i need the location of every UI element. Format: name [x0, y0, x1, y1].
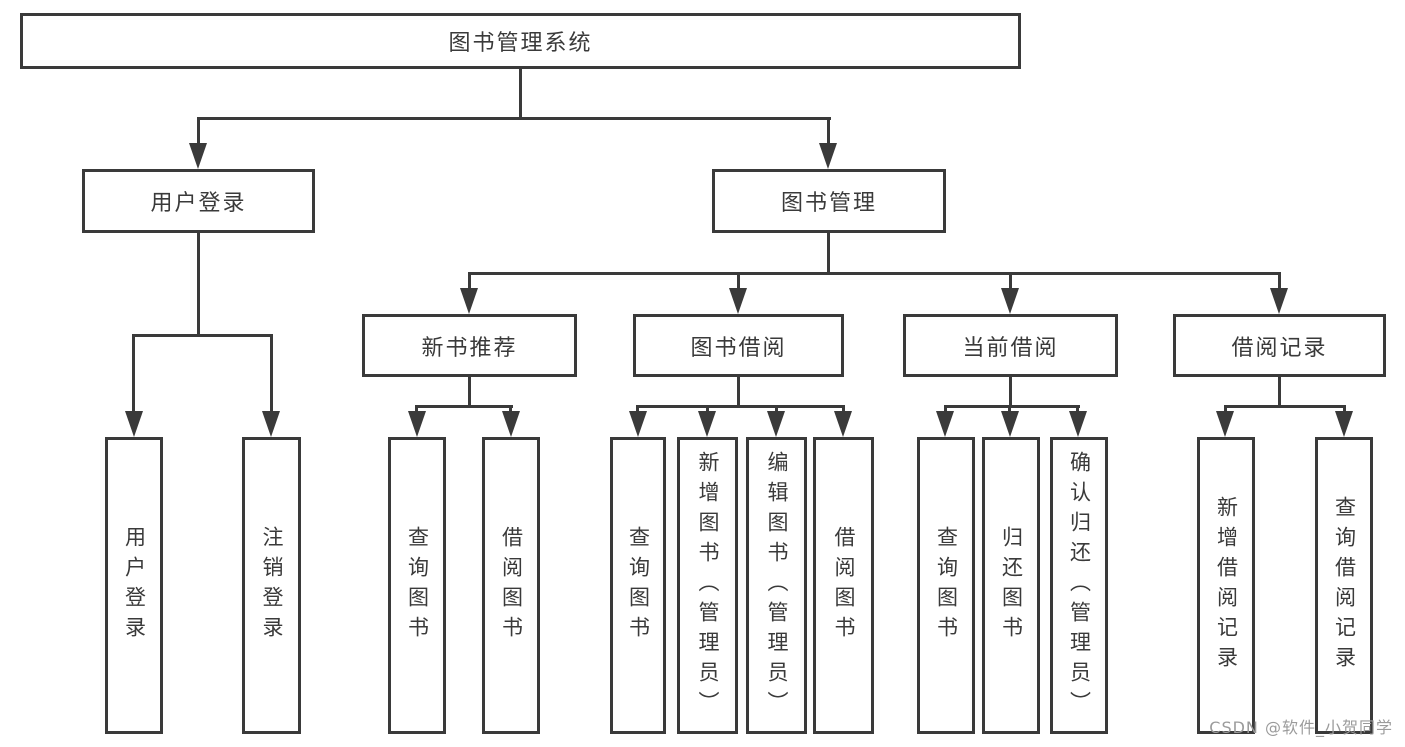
leaf-label: 查询图书	[626, 525, 651, 646]
connector-root-branch	[197, 117, 831, 120]
node-borrowing-records: 借阅记录	[1173, 314, 1386, 377]
connector-nbr-leaf2-drop	[509, 405, 512, 414]
arrowhead-current-borrow	[1001, 288, 1019, 314]
connector-bb-leaf3-drop	[775, 405, 778, 414]
node-label: 新书推荐	[421, 335, 518, 361]
connector-cb-branch	[944, 405, 1080, 408]
node-label: 图书管理	[780, 191, 877, 216]
connector-user-login-branch	[132, 334, 273, 337]
connector-book-mgmt-stem	[827, 233, 830, 272]
connector-br-leaf2-drop	[1343, 405, 1346, 414]
arrowhead-login-leaf	[125, 411, 143, 437]
leaf-label: 确认归还（管理员）	[1067, 450, 1092, 721]
leaf-logout: 注销登录	[242, 437, 301, 734]
connector-nbr-stem	[468, 377, 471, 408]
leaf-label: 新增借阅记录	[1214, 495, 1239, 676]
connector-borrow-records-drop	[1278, 272, 1281, 290]
arrowhead-nbr-leaf1	[408, 411, 426, 437]
leaf-nbr-borrow-books: 借阅图书	[482, 437, 540, 734]
arrowhead-cb-leaf3	[1069, 411, 1087, 437]
arrowhead-br-leaf1	[1216, 411, 1234, 437]
connector-book-mgmt-branch	[468, 272, 1280, 275]
connector-user-login-stem	[197, 233, 200, 334]
node-label: 图书管理系统	[448, 31, 593, 56]
leaf-cb-query-books: 查询图书	[917, 437, 975, 734]
node-label: 当前借阅	[962, 335, 1059, 361]
leaf-cb-confirm-return-admin: 确认归还（管理员）	[1050, 437, 1108, 734]
node-book-management: 图书管理	[712, 169, 946, 233]
leaf-nbr-query-books: 查询图书	[388, 437, 446, 734]
connector-cb-leaf2-drop	[1008, 405, 1011, 414]
connector-br-stem	[1278, 377, 1281, 408]
node-label: 图书借阅	[690, 335, 787, 361]
leaf-label: 用户登录	[122, 525, 147, 646]
connector-cb-leaf1-drop	[944, 405, 947, 414]
arrowhead-br-leaf2	[1335, 411, 1353, 437]
leaf-label: 新增图书（管理员）	[696, 450, 720, 721]
connector-bb-branch	[636, 405, 845, 408]
connector-nbr-leaf1-drop	[415, 405, 418, 414]
node-book-borrowing: 图书借阅	[633, 314, 844, 377]
connector-br-branch	[1224, 405, 1346, 408]
connector-book-borrow-drop	[737, 272, 740, 290]
arrowhead-cb-leaf1	[936, 411, 954, 437]
arrowhead-bb-leaf3	[767, 411, 785, 437]
connector-bb-stem	[737, 377, 740, 408]
connector-bb-leaf1-drop	[636, 405, 639, 414]
connector-nbr-branch	[415, 405, 513, 408]
arrowhead-new-book	[460, 288, 478, 314]
connector-logout-leaf-drop	[270, 334, 273, 414]
connector-current-borrow-drop	[1009, 272, 1012, 290]
leaf-label: 借阅图书	[832, 525, 856, 646]
leaf-br-query-borrow-record: 查询借阅记录	[1315, 437, 1373, 734]
leaf-label: 注销登录	[260, 525, 284, 646]
leaf-label: 查询借阅记录	[1332, 495, 1357, 676]
connector-br-leaf1-drop	[1224, 405, 1227, 414]
arrowhead-bb-leaf1	[629, 411, 647, 437]
node-label: 借阅记录	[1231, 335, 1328, 361]
arrowhead-bb-leaf2	[698, 411, 716, 437]
csdn-watermark: CSDN @软件_小贺同学	[1209, 718, 1393, 737]
connector-cb-stem	[1009, 377, 1012, 408]
leaf-br-add-borrow-record: 新增借阅记录	[1197, 437, 1255, 734]
leaf-bb-query-books: 查询图书	[610, 437, 666, 734]
node-new-book-recommend: 新书推荐	[362, 314, 577, 377]
leaf-bb-add-book-admin: 新增图书（管理员）	[677, 437, 738, 734]
arrowhead-logout-leaf	[262, 411, 280, 437]
connector-user-login-drop	[197, 117, 200, 147]
connector-cb-leaf3-drop	[1076, 405, 1079, 414]
connector-new-book-drop	[468, 272, 471, 290]
leaf-label: 归还图书	[999, 525, 1024, 646]
leaf-user-login: 用户登录	[105, 437, 163, 734]
node-library-management-system: 图书管理系统	[20, 13, 1021, 69]
arrowhead-nbr-leaf2	[502, 411, 520, 437]
leaf-bb-borrow-books: 借阅图书	[813, 437, 874, 734]
leaf-label: 编辑图书（管理员）	[765, 450, 789, 721]
arrowhead-book-mgmt	[819, 143, 837, 169]
connector-login-leaf-drop	[132, 334, 135, 414]
connector-bb-leaf4-drop	[842, 405, 845, 414]
connector-root-stem	[519, 69, 522, 117]
arrowhead-bb-leaf4	[834, 411, 852, 437]
arrowhead-borrow-records	[1270, 288, 1288, 314]
node-label: 用户登录	[150, 191, 247, 216]
leaf-label: 查询图书	[405, 525, 430, 646]
node-current-borrowing: 当前借阅	[903, 314, 1118, 377]
leaf-label: 借阅图书	[499, 525, 524, 646]
arrowhead-user-login	[189, 143, 207, 169]
leaf-bb-edit-book-admin: 编辑图书（管理员）	[746, 437, 807, 734]
node-user-login: 用户登录	[82, 169, 315, 233]
leaf-label: 查询图书	[934, 525, 959, 646]
connector-book-mgmt-drop	[827, 117, 830, 147]
connector-bb-leaf2-drop	[706, 405, 709, 414]
arrowhead-book-borrow	[729, 288, 747, 314]
leaf-cb-return-books: 归还图书	[982, 437, 1040, 734]
arrowhead-cb-leaf2	[1001, 411, 1019, 437]
